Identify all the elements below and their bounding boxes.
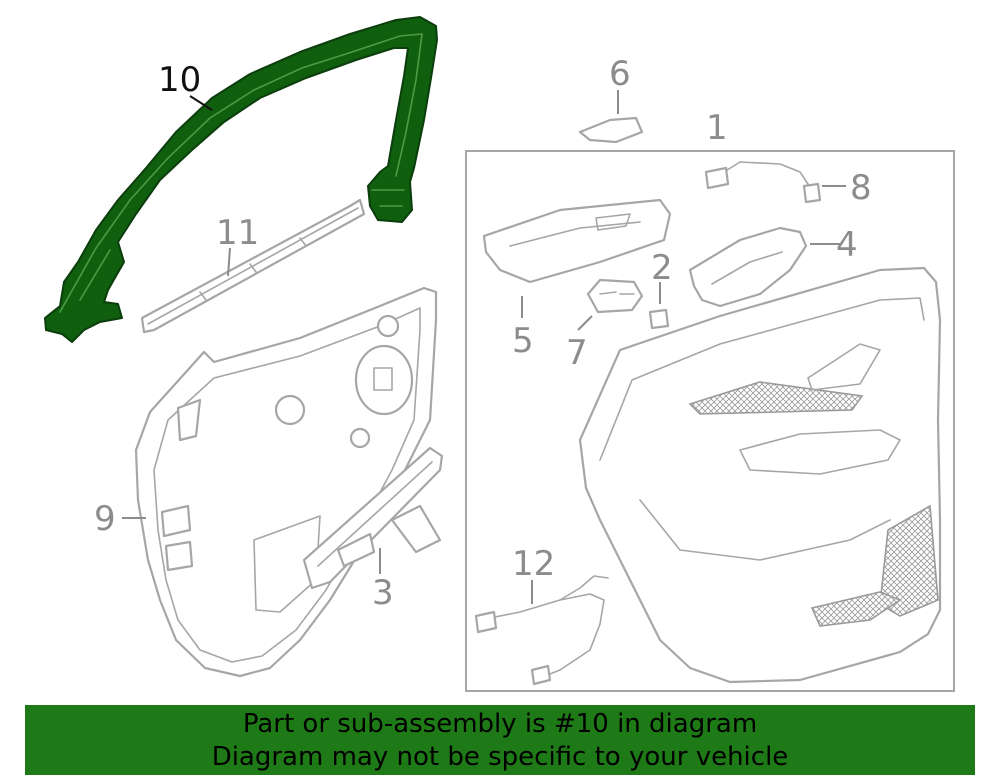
- callout-10: 10: [158, 60, 201, 100]
- part-10-window-channel[interactable]: [44, 16, 438, 343]
- part-7-switch[interactable]: [586, 278, 644, 314]
- callout-12: 12: [512, 544, 555, 584]
- part-5-bracket[interactable]: [482, 198, 672, 284]
- callout-2: 2: [651, 248, 673, 288]
- callout-8: 8: [850, 168, 872, 208]
- parts-diagram: 1 2 3 4 5 6 7 8 9 10 11 12: [44, 16, 955, 692]
- part-11-belt-weatherstrip[interactable]: [140, 198, 366, 334]
- callout-11: 11: [216, 213, 259, 253]
- leader-lines: [122, 90, 846, 604]
- part-8-connector[interactable]: [704, 161, 822, 204]
- part-9-water-deflector[interactable]: [134, 286, 438, 678]
- part-3-window-regulator[interactable]: [302, 446, 444, 590]
- callout-5: 5: [512, 321, 534, 361]
- part-4-handle[interactable]: [688, 226, 808, 308]
- part-1-trim-panel[interactable]: [578, 266, 942, 684]
- banner-line-2: Diagram may not be specific to your vehi…: [211, 742, 789, 772]
- part-6-cap[interactable]: [578, 116, 644, 144]
- info-banner: Part or sub-assembly is #10 in diagram D…: [25, 705, 975, 775]
- banner-line-1: Part or sub-assembly is #10 in diagram: [242, 709, 758, 739]
- callout-1: 1: [706, 108, 728, 148]
- part-2-clip[interactable]: [648, 308, 670, 330]
- callout-7: 7: [566, 333, 588, 373]
- callout-3: 3: [372, 573, 394, 613]
- callout-9: 9: [94, 499, 116, 539]
- part-12-wire-harness[interactable]: [474, 575, 609, 686]
- callout-6: 6: [609, 54, 631, 94]
- callout-4: 4: [836, 225, 858, 265]
- assembly-box-part-1: [465, 150, 955, 692]
